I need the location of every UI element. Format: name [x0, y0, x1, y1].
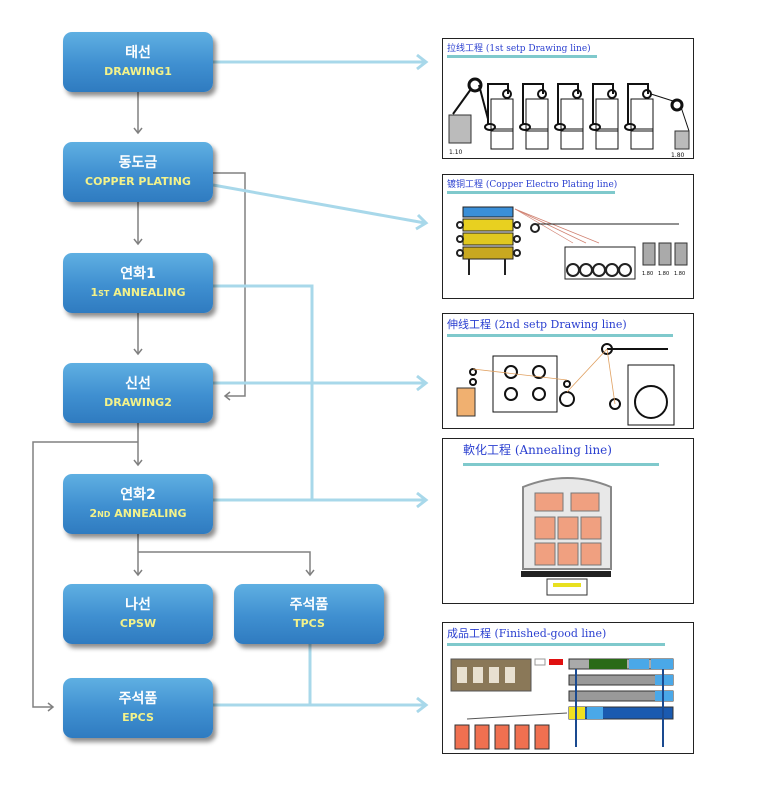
takeup-spool — [642, 242, 656, 266]
node-cpsw[interactable]: 나선 CPSW — [63, 584, 213, 644]
pulley-icon — [670, 98, 684, 112]
link-annealing1-annealing — [213, 284, 314, 500]
ordinal-suffix: ST — [98, 288, 110, 298]
ordinal-number: 2 — [89, 506, 98, 520]
node-title: 나선 — [125, 597, 151, 613]
node-title: 주석품 — [289, 597, 329, 613]
plating-tank — [462, 232, 514, 246]
subtitle-text: ANNEALING — [110, 506, 187, 520]
arrowhead — [223, 391, 231, 401]
takeup-spool — [674, 242, 688, 266]
furnace-base — [521, 571, 611, 577]
node-epcs[interactable]: 주석품 EPCS — [63, 678, 213, 738]
node-subtitle: DRAWING1 — [104, 65, 172, 78]
panel-title: 伸线工程 (2nd setp Drawing line) — [447, 318, 627, 331]
arrowhead — [416, 53, 429, 71]
arrowhead — [415, 213, 429, 231]
node-title: 주석품 — [118, 691, 158, 707]
arrowhead — [416, 374, 429, 392]
node-subtitle: 2ND ANNEALING — [89, 506, 186, 523]
payoff-spool — [448, 114, 472, 144]
title-underline — [447, 55, 597, 58]
red-indicator — [549, 659, 563, 665]
spool-size-label: 1.10 — [449, 149, 463, 156]
arrow-annealing2-to-tpcs — [138, 551, 311, 574]
plating-tank-blue — [462, 206, 514, 218]
ordinal-suffix: ND — [97, 509, 111, 519]
takeup-spool — [658, 242, 672, 266]
node-annealing2[interactable]: 연화2 2ND ANNEALING — [63, 474, 213, 534]
arrowhead — [133, 569, 143, 577]
node-subtitle: EPCS — [122, 711, 154, 724]
node-subtitle: COPPER PLATING — [85, 175, 191, 188]
node-title: 태선 — [125, 45, 151, 61]
panel-finished-line: 成品工程 (Finished-good line) — [442, 622, 694, 754]
plating-tank — [462, 218, 514, 232]
title-underline — [447, 191, 615, 194]
spool-size-label: 1.80 — [671, 152, 685, 159]
panel-drawing1-line: 拉线工程 (1st setp Drawing line) 1.10 1.80 — [442, 38, 694, 159]
spool-size-label: 1.80 — [674, 271, 685, 277]
panel-plating-line: 镀铜工程 (Copper Electro Plating line) 1.80 … — [442, 174, 694, 299]
title-underline — [447, 643, 665, 646]
panel-title: 成品工程 (Finished-good line) — [447, 627, 607, 640]
panel-annealing-line: 軟化工程 (Annealing line) — [442, 438, 694, 604]
node-tpcs[interactable]: 주석품 TPCS — [234, 584, 384, 644]
link-plating-panel — [212, 183, 426, 225]
ordinal-number: 1 — [90, 285, 99, 299]
node-subtitle: TPCS — [293, 617, 325, 630]
panel-title: 拉线工程 (1st setp Drawing line) — [447, 44, 591, 54]
panel-title: 镀铜工程 (Copper Electro Plating line) — [447, 180, 618, 190]
drawing-die-units — [484, 83, 654, 150]
arrowhead — [133, 127, 143, 135]
node-title: 동도금 — [118, 155, 158, 171]
node-title: 연화1 — [120, 265, 156, 282]
node-drawing2[interactable]: 신선 DRAWING2 — [63, 363, 213, 423]
annealing-furnace-illustration — [521, 477, 612, 596]
node-subtitle: DRAWING2 — [104, 396, 172, 409]
arrowhead — [47, 702, 55, 712]
title-underline — [447, 334, 673, 337]
node-copper-plating[interactable]: 동도금 COPPER PLATING — [63, 142, 213, 202]
arrowhead — [416, 696, 429, 714]
panel-title: 軟化工程 (Annealing line) — [463, 443, 612, 457]
panel-drawing2-line: 伸线工程 (2nd setp Drawing line) — [442, 313, 694, 429]
node-annealing1[interactable]: 연화1 1ST ANNEALING — [63, 253, 213, 313]
arrowhead — [133, 459, 143, 467]
pulley-icon — [467, 77, 483, 93]
arrowhead — [133, 348, 143, 356]
arrowhead — [133, 238, 143, 246]
process-links — [212, 53, 429, 714]
drawing1-machine-illustration: 1.10 1.80 — [448, 77, 690, 159]
node-title: 연화2 — [120, 486, 156, 503]
subtitle-text: ANNEALING — [109, 285, 186, 299]
node-subtitle: CPSW — [119, 617, 157, 630]
spool-size-label: 1.80 — [642, 271, 653, 277]
node-subtitle: 1ST ANNEALING — [91, 285, 186, 302]
payoff-spool — [456, 387, 476, 417]
plating-tank — [462, 246, 514, 260]
node-title: 신선 — [125, 376, 151, 392]
finished-line-illustration — [450, 658, 674, 750]
plating-machine-illustration: 1.80 1.80 1.80 — [456, 206, 688, 280]
arrowhead — [416, 491, 429, 509]
title-underline — [463, 463, 659, 466]
drawing2-machine-illustration — [456, 343, 675, 426]
spool-size-label: 1.80 — [658, 271, 669, 277]
bypass-drawing2-to-epcs — [32, 441, 138, 708]
takeup-spool — [674, 130, 690, 150]
node-drawing1[interactable]: 태선 DRAWING1 — [63, 32, 213, 92]
arrowhead — [305, 569, 315, 577]
